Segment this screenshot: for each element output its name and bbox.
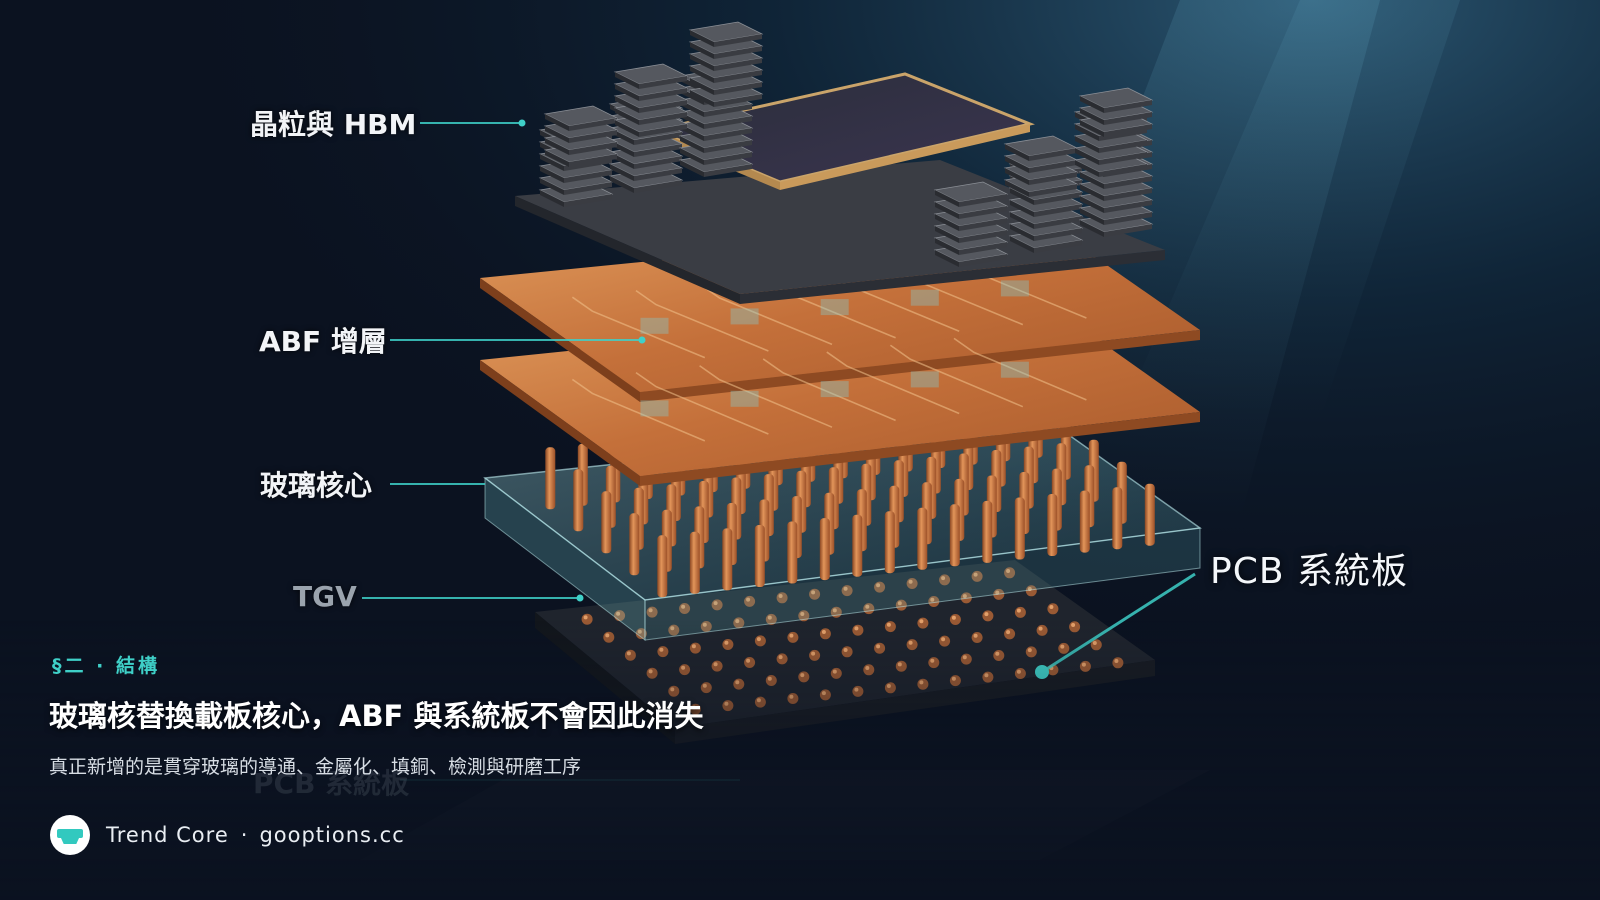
ghost-label-pcb: PCB 系統板 bbox=[253, 767, 410, 800]
brand-name: Trend Core bbox=[106, 823, 229, 847]
trace-pad bbox=[1000, 280, 1029, 297]
circuit-trace bbox=[889, 344, 1024, 408]
solder-bump-highlight bbox=[973, 572, 978, 577]
solder-bump bbox=[1014, 606, 1026, 618]
tgv-pillar bbox=[852, 514, 863, 577]
solder-bump-highlight bbox=[1016, 608, 1021, 613]
brand-site-link[interactable]: gooptions.cc bbox=[259, 823, 405, 847]
circuit-trace bbox=[571, 378, 706, 442]
solder-bump-highlight bbox=[583, 615, 588, 620]
solder-bump-highlight bbox=[951, 615, 956, 620]
tgv-pillar bbox=[754, 525, 765, 587]
tgv-pillar bbox=[1112, 487, 1123, 550]
circuit-trace bbox=[699, 365, 833, 428]
solder-bump-highlight bbox=[995, 590, 1000, 595]
solder-bump-highlight bbox=[897, 601, 902, 606]
solder-bump-highlight bbox=[984, 612, 989, 617]
solder-bump-highlight bbox=[681, 604, 686, 609]
solder-bump-highlight bbox=[811, 590, 816, 595]
solder-bump-highlight bbox=[746, 597, 751, 602]
solder-bump-highlight bbox=[930, 597, 935, 602]
tgv-pillar bbox=[573, 469, 584, 532]
solder-bump-highlight bbox=[778, 594, 783, 598]
trace-pad bbox=[640, 317, 669, 334]
solder-bump-highlight bbox=[876, 583, 881, 588]
trace-pad bbox=[640, 400, 669, 417]
solder-bump-highlight bbox=[832, 608, 837, 613]
page-title: 玻璃核替換載板核心，ABF 與系統板不會因此消失 bbox=[49, 699, 704, 733]
trace-pad bbox=[730, 308, 759, 325]
solder-bump-highlight bbox=[713, 601, 718, 606]
tgv-pillar bbox=[982, 500, 993, 563]
label-tgv: TGV bbox=[293, 580, 357, 613]
trace-pad bbox=[730, 390, 759, 407]
tgv-pillar bbox=[1014, 497, 1025, 560]
hbm-chip bbox=[1078, 87, 1154, 113]
hbm-chip bbox=[1003, 135, 1079, 161]
tgv-pillar bbox=[629, 513, 640, 576]
tgv-pillar bbox=[601, 491, 612, 554]
tgv-pillar bbox=[657, 535, 668, 598]
tgv-pillar bbox=[1047, 494, 1058, 556]
solder-bump-highlight bbox=[941, 576, 946, 581]
label-glass-core: 玻璃核心 bbox=[260, 469, 373, 502]
circuit-trace bbox=[953, 337, 1087, 401]
circuit-trace bbox=[635, 371, 769, 435]
tgv-pillar bbox=[787, 521, 798, 584]
solder-bump-highlight bbox=[865, 604, 870, 609]
hbm-chip bbox=[613, 63, 689, 89]
hbm-stacks bbox=[538, 21, 1154, 267]
hbm-chip bbox=[688, 21, 764, 47]
solder-bump-highlight bbox=[908, 579, 913, 584]
tgv-pillar bbox=[1079, 490, 1090, 553]
tgv-pillar bbox=[1144, 483, 1155, 546]
solder-bump-highlight bbox=[648, 608, 653, 613]
tgv-pillar bbox=[884, 511, 895, 574]
page-subtitle: 真正新增的是貫穿玻璃的導通、金屬化、填銅、檢測與研磨工序 bbox=[49, 756, 582, 778]
tgv-pillar bbox=[819, 518, 830, 581]
circuit-trace bbox=[826, 351, 960, 415]
solder-bump bbox=[982, 610, 994, 622]
solder-bump-highlight bbox=[767, 615, 772, 620]
solder-bump-highlight bbox=[1006, 569, 1011, 573]
hbm-chip bbox=[933, 181, 1009, 207]
tgv-pillar bbox=[689, 531, 700, 594]
solder-bump-highlight bbox=[843, 586, 848, 591]
trace-pad bbox=[910, 289, 939, 306]
circuit-trace bbox=[635, 289, 769, 352]
brand-footer: Trend Core · gooptions.cc bbox=[50, 814, 405, 856]
section-tag: §二 · 結構 bbox=[52, 655, 160, 677]
label-pcb: PCB 系統板 bbox=[1210, 551, 1408, 592]
trace-pad bbox=[820, 299, 849, 316]
brand-separator: · bbox=[240, 823, 248, 847]
trace-pad bbox=[820, 381, 849, 398]
label-die-hbm: 晶粒與 HBM bbox=[250, 108, 417, 141]
circuit-trace bbox=[762, 358, 896, 422]
circuit-trace bbox=[571, 296, 706, 359]
solder-bump-highlight bbox=[616, 611, 621, 616]
brand-logo-icon bbox=[50, 815, 90, 855]
tgv-pillar bbox=[949, 504, 960, 567]
hbm-chip bbox=[543, 105, 619, 131]
solder-bump-highlight bbox=[800, 612, 805, 616]
tgv-pillar bbox=[722, 528, 733, 591]
tgv-pillar bbox=[545, 447, 556, 510]
solder-bump-highlight bbox=[1049, 605, 1054, 609]
trace-pad bbox=[910, 371, 939, 388]
tgv-pillar bbox=[917, 507, 928, 570]
solder-bump-highlight bbox=[962, 594, 967, 599]
trace-pad bbox=[1000, 361, 1029, 378]
solder-bump bbox=[1047, 603, 1059, 615]
label-abf: ABF 增層 bbox=[259, 325, 387, 358]
